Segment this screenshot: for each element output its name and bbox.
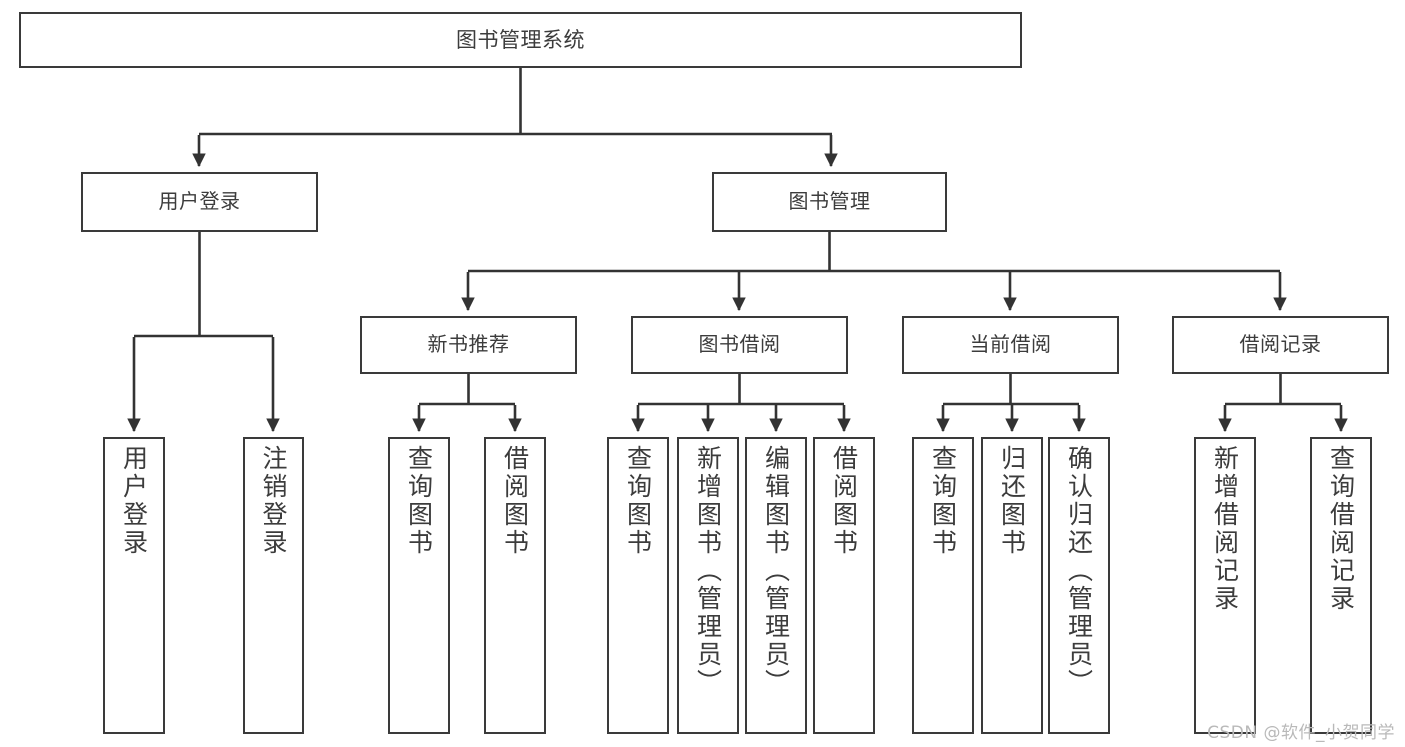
node-borrow-record-label: 借阅记录 (1239, 332, 1322, 357)
node-leaf-add-record-label: 新增借阅记录 (1210, 445, 1240, 613)
node-leaf-confirm-return[interactable]: 确认归还（管理员） (1048, 437, 1110, 734)
node-leaf-return-book-label: 归还图书 (997, 445, 1027, 557)
node-leaf-edit-book[interactable]: 编辑图书（管理员） (745, 437, 807, 734)
node-leaf-query-book-3-label: 查询图书 (928, 445, 958, 557)
node-leaf-query-record[interactable]: 查询借阅记录 (1310, 437, 1372, 734)
node-book-borrow-label: 图书借阅 (698, 332, 781, 357)
node-leaf-borrow-book-2-label: 借阅图书 (829, 445, 859, 557)
node-leaf-logout[interactable]: 注销登录 (243, 437, 304, 734)
node-leaf-query-book-2[interactable]: 查询图书 (607, 437, 669, 734)
node-leaf-query-book-3[interactable]: 查询图书 (912, 437, 974, 734)
node-new-book-recommend[interactable]: 新书推荐 (360, 316, 577, 374)
node-leaf-add-book[interactable]: 新增图书（管理员） (677, 437, 739, 734)
node-leaf-borrow-book-1[interactable]: 借阅图书 (484, 437, 546, 734)
node-leaf-borrow-book-1-label: 借阅图书 (500, 445, 530, 557)
node-leaf-user-login-label: 用户登录 (119, 445, 149, 557)
node-leaf-add-record[interactable]: 新增借阅记录 (1194, 437, 1256, 734)
node-leaf-return-book[interactable]: 归还图书 (981, 437, 1043, 734)
node-root[interactable]: 图书管理系统 (19, 12, 1022, 68)
node-root-label: 图书管理系统 (456, 27, 585, 52)
node-leaf-edit-book-label: 编辑图书（管理员） (761, 445, 791, 697)
watermark: CSDN @软件_小贺同学 (1207, 723, 1395, 743)
node-leaf-borrow-book-2[interactable]: 借阅图书 (813, 437, 875, 734)
node-user-login[interactable]: 用户登录 (81, 172, 318, 232)
node-current-borrow[interactable]: 当前借阅 (902, 316, 1119, 374)
node-book-manage[interactable]: 图书管理 (712, 172, 947, 232)
node-book-borrow[interactable]: 图书借阅 (631, 316, 848, 374)
node-book-manage-label: 图书管理 (788, 189, 871, 214)
node-current-borrow-label: 当前借阅 (969, 332, 1052, 357)
node-leaf-query-book-2-label: 查询图书 (623, 445, 653, 557)
node-new-book-recommend-label: 新书推荐 (427, 332, 510, 357)
node-leaf-logout-label: 注销登录 (259, 445, 288, 557)
node-borrow-record[interactable]: 借阅记录 (1172, 316, 1389, 374)
node-leaf-query-book-1[interactable]: 查询图书 (388, 437, 450, 734)
node-leaf-confirm-return-label: 确认归还（管理员） (1064, 445, 1094, 697)
node-leaf-query-book-1-label: 查询图书 (404, 445, 434, 557)
node-leaf-query-record-label: 查询借阅记录 (1326, 445, 1356, 613)
node-user-login-label: 用户登录 (158, 189, 241, 214)
node-leaf-add-book-label: 新增图书（管理员） (693, 445, 723, 697)
node-leaf-user-login[interactable]: 用户登录 (103, 437, 165, 734)
